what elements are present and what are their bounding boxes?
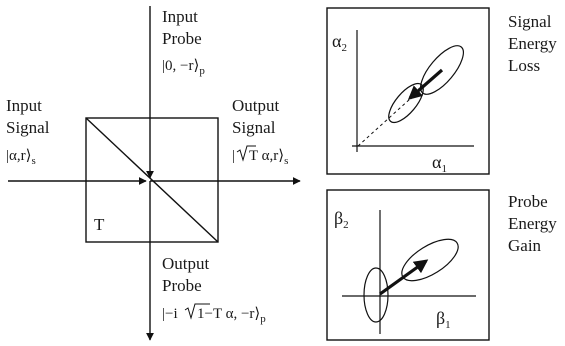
signal-panel-frame xyxy=(326,7,490,175)
beam-splitter-box xyxy=(85,117,219,243)
output-probe-label: Output Probe xyxy=(162,254,213,295)
signal-panel-title: Signal Energy Loss xyxy=(508,12,561,75)
output-probe-state: |−i 1−T α, −r⟩p xyxy=(162,303,266,325)
probe-phase-space-panel: β2 β1 xyxy=(326,189,490,341)
beam-splitter-diagonal xyxy=(85,117,219,243)
input-signal-state: |α,r⟩s xyxy=(6,148,36,167)
probe-panel-title: Probe Energy Gain xyxy=(508,192,561,255)
initial-probe-ellipse xyxy=(363,267,389,323)
final-signal-ellipse xyxy=(388,82,424,124)
signal-loss-arrow xyxy=(407,68,444,100)
beta2-label: β2 xyxy=(334,208,349,231)
probe-gain-arrow xyxy=(379,259,429,296)
beta1-label: β1 xyxy=(436,308,451,331)
sqrt-symbol xyxy=(236,145,256,162)
signal-phase-space-panel: α2 α1 xyxy=(326,7,490,175)
output-signal-label: Output Signal xyxy=(232,96,283,137)
sqrt-symbol xyxy=(184,303,210,320)
svg-text:T α,r⟩s: T α,r⟩s xyxy=(249,148,288,167)
svg-text:1−T α, −r⟩p: 1−T α, −r⟩p xyxy=(197,306,266,325)
beam-splitter: T xyxy=(85,117,219,243)
final-probe-ellipse xyxy=(401,238,459,282)
output-signal-state: | T α,r⟩s xyxy=(232,145,288,167)
svg-text:|: | xyxy=(232,148,235,164)
svg-text:|−i: |−i xyxy=(162,306,178,322)
input-signal-label: Input Signal xyxy=(6,96,50,137)
input-probe-label: Input Probe xyxy=(162,7,202,48)
alpha2-label: α2 xyxy=(332,31,347,54)
alpha1-label: α1 xyxy=(432,152,447,175)
signal-dashed-line xyxy=(357,69,443,147)
input-probe-state: |0, −r⟩p xyxy=(162,58,205,77)
transmission-label: T xyxy=(94,215,105,234)
probe-panel-frame xyxy=(326,189,490,341)
